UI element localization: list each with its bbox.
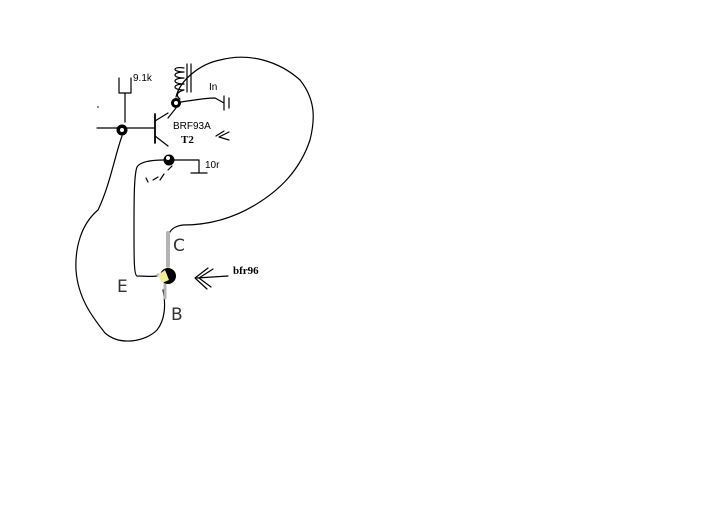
stray-mark: [97, 106, 99, 108]
label-9k1: 9.1k: [133, 73, 153, 84]
bfr96-transistor: [156, 231, 176, 300]
wire-loop-collector: [167, 56, 314, 237]
label-part-brf93a: BRF93A: [173, 121, 211, 132]
label-inductor: In: [209, 82, 217, 93]
transistor-t2-symbol: [154, 112, 169, 147]
emitter-node: [145, 154, 208, 183]
base-node: [96, 124, 156, 136]
label-pin-e: E: [117, 277, 128, 297]
resistor-9k1-symbol: [118, 77, 132, 123]
label-ref-t2: T2: [181, 134, 194, 146]
label-pin-c: C: [173, 236, 185, 256]
collector-node: [167, 95, 230, 119]
arrow-mark-small: [215, 130, 230, 141]
label-10r: 10r: [205, 160, 220, 171]
arrow-to-bfr96: [194, 267, 229, 290]
wire-emitter: [133, 159, 165, 278]
wire-loop-base: [75, 135, 166, 342]
label-bfr96: bfr96: [233, 265, 259, 277]
label-pin-b: B: [171, 305, 183, 325]
